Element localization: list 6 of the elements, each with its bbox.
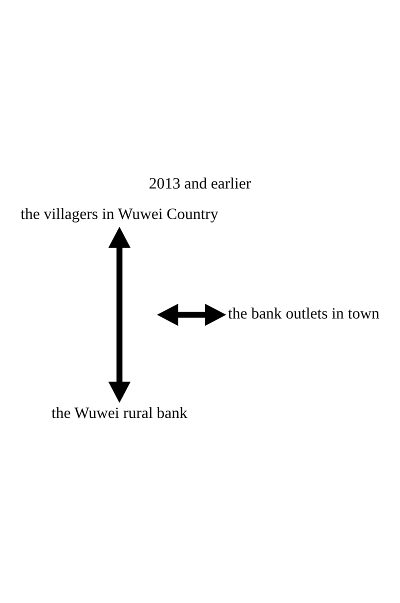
arrow [157, 303, 226, 326]
arrow [108, 226, 131, 402]
node-text: the bank outlets in town [228, 305, 380, 322]
diagram-title: 2013 and earlier [148, 174, 252, 192]
node-text: the Wuwei rural bank [51, 404, 188, 422]
node-text: the villagers in Wuwei Country [20, 206, 218, 223]
